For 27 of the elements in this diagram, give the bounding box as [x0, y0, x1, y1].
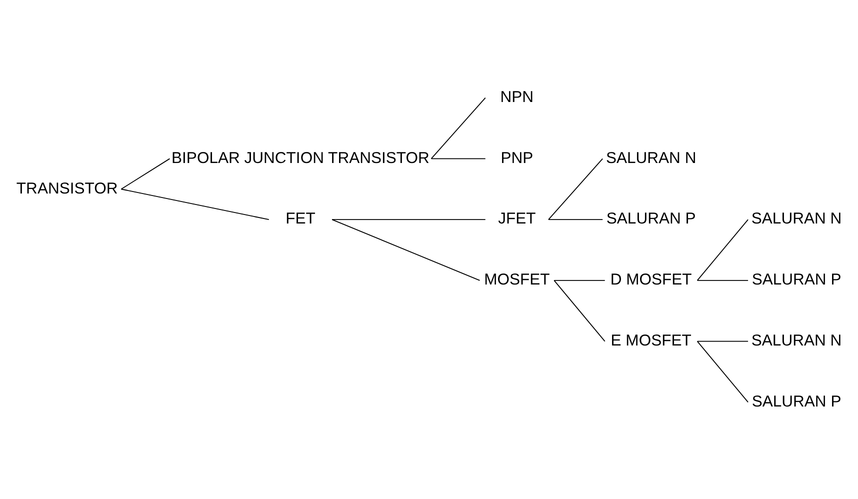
connector: [332, 218, 480, 280]
node-text: SALURAN N: [751, 332, 842, 349]
node-text: SALURAN N: [606, 149, 696, 166]
node-text: E MOSFET: [610, 332, 692, 349]
node-text: D MOSFET: [610, 271, 692, 288]
node-text: FET: [286, 210, 316, 228]
node-text: SALURAN P: [606, 210, 696, 228]
connector: [430, 158, 486, 159]
node-text: PNP: [500, 149, 534, 166]
connector: [120, 158, 170, 190]
node-text: TRANSISTOR: [16, 180, 118, 197]
node-text: JFET: [498, 210, 536, 228]
connector: [548, 218, 604, 220]
connector: [696, 340, 748, 342]
node-text: BIPOLAR JUNCTION TRANSISTOR: [172, 149, 430, 166]
node-text: SALURAN N: [751, 210, 842, 228]
connector: [548, 158, 604, 220]
connector: [430, 96, 486, 159]
connector: [696, 218, 748, 280]
node-text: NPN: [500, 88, 534, 106]
connector: [332, 218, 486, 220]
node-text: SALURAN P: [752, 392, 842, 410]
connector: [554, 280, 606, 342]
connector: [120, 188, 270, 220]
connector: [696, 340, 748, 402]
node-text: MOSFET: [484, 271, 550, 288]
node-text: SALURAN P: [752, 271, 842, 288]
